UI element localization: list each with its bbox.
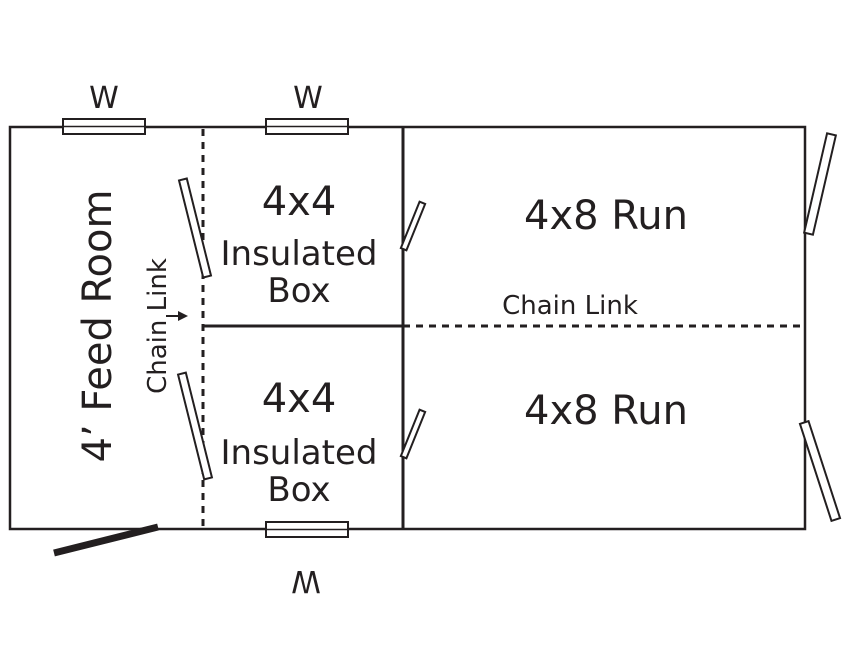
door-chain-link-bottom [176,371,214,481]
chain-link-horizontal-label: Chain Link [502,291,638,321]
window-label-top-mid: W [293,81,323,116]
box-bottom-size: 4x4 [262,376,337,422]
box-bottom-line1: Insulated [221,433,378,473]
door-feed-room-entry [53,523,159,557]
door-run-bottom [798,419,842,523]
run-top-label: 4x8 Run [524,193,688,239]
box-top-line1: Insulated [221,234,378,274]
box-top-size: 4x4 [262,179,337,225]
chain-link-arrow-head [178,311,188,321]
window-label-bottom: W [291,563,321,598]
run-bottom-label: 4x8 Run [524,388,688,434]
chain-link-vertical-label: Chain Link [143,258,173,394]
door-run-top [802,132,838,236]
door-box-bottom [399,408,427,460]
window-label-top-left: W [89,81,119,116]
door-box-top [399,200,427,252]
outer-wall [8,125,807,531]
feed-room-label: 4’ Feed Room [75,190,121,463]
box-top-line2: Box [267,271,330,311]
door-chain-link-top [177,177,213,279]
box-bottom-line2: Box [267,470,330,510]
